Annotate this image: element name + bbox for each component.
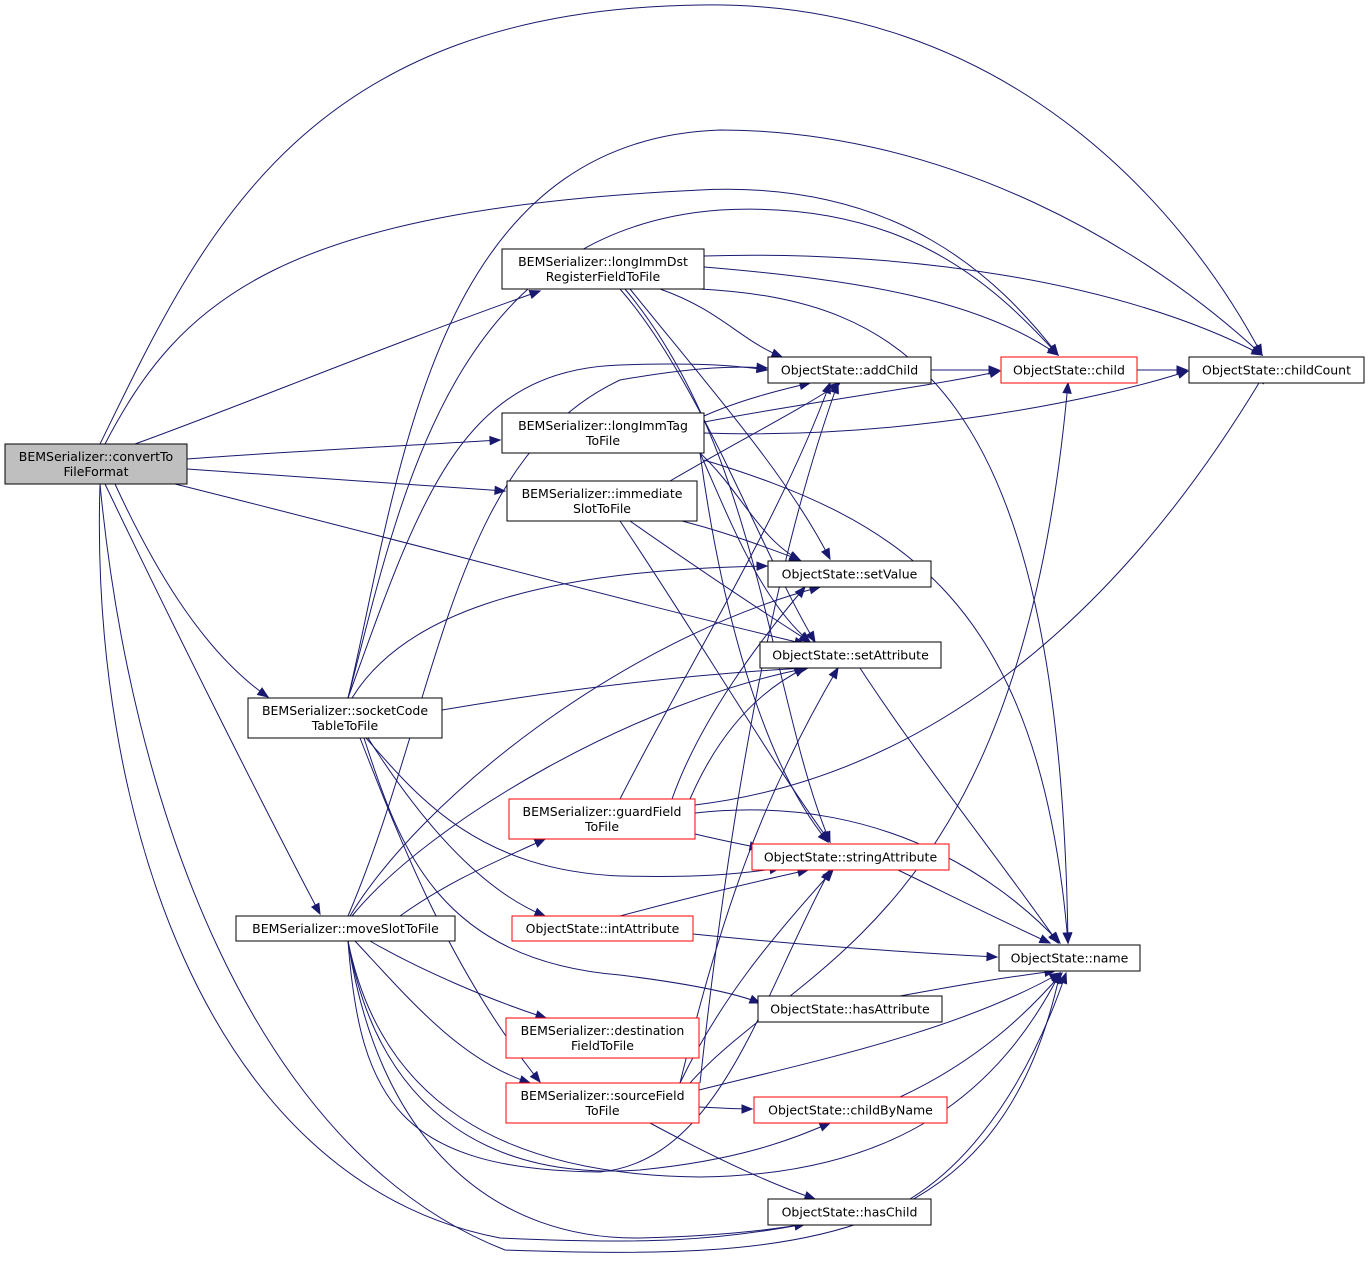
edge-guardFieldToFile-to-addChild [619,381,831,800]
node-label-hasChild-0: ObjectState::hasChild [782,1205,918,1220]
edge-longImmDstRegisterFieldToFile-to-addChild [659,288,784,358]
edge-socketCodeTableToFile-to-hasAttribute [363,737,762,1004]
edges-layer [98,4,1266,1253]
edge-convertToFileFormat-to-longImmDstRegisterFieldToFile [134,289,542,445]
edge-sourceFieldToFile-to-child [689,381,1072,1084]
node-label-immediateSlotToFile-1: SlotToFile [573,501,631,516]
edge-convertToFileFormat-to-child [104,188,1059,445]
edge-immediateSlotToFile-to-setAttribute [629,520,812,643]
node-childCount[interactable]: ObjectState::childCount [1188,356,1365,384]
edge-socketCodeTableToFile-to-intAttribute [367,737,547,917]
node-label-convertToFileFormat-1: FileFormat [64,464,129,479]
node-label-immediateSlotToFile-0: BEMSerializer::immediate [522,486,683,501]
node-label-guardFieldToFile-0: BEMSerializer::guardField [523,804,682,819]
edge-convertToFileFormat-to-hasChild [98,483,807,1242]
node-longImmDstRegisterFieldToFile[interactable]: BEMSerializer::longImmDstRegisterFieldTo… [501,248,705,290]
node-childByName[interactable]: ObjectState::childByName [753,1096,948,1124]
node-label-moveSlotToFile-0: BEMSerializer::moveSlotToFile [252,921,439,936]
edge-hasAttribute-to-name [899,967,1057,997]
edge-convertToFileFormat-to-setAttribute [174,483,807,647]
edge-child-to-childCount [1136,365,1189,375]
node-label-hasAttribute-0: ObjectState::hasAttribute [770,1002,930,1017]
edge-longImmTagToFile-to-name [703,459,1072,945]
edge-sourceFieldToFile-to-childByName [698,1104,754,1114]
node-label-childByName-0: ObjectState::childByName [768,1103,933,1118]
edge-convertToFileFormat-to-immediateSlotToFile [186,468,507,496]
node-label-convertToFileFormat-0: BEMSerializer::convertTo [19,449,173,464]
edge-socketCodeTableToFile-to-setValue [351,561,769,699]
node-setValue[interactable]: ObjectState::setValue [767,560,932,588]
node-label-longImmDstRegisterFieldToFile-0: BEMSerializer::longImmDst [518,254,688,269]
node-label-sourceFieldToFile-0: BEMSerializer::sourceField [520,1088,684,1103]
node-hasAttribute[interactable]: ObjectState::hasAttribute [757,995,943,1023]
edge-hasChild-to-name [909,971,1068,1200]
node-label-addChild-0: ObjectState::addChild [781,363,918,378]
edge-setAttribute-to-name [859,667,1059,945]
edge-sourceFieldToFile-to-addChild [699,381,839,1084]
edge-guardFieldToFile-to-childCount [694,371,1266,806]
edge-moveSlotToFile-to-name [347,940,1061,1178]
node-label-intAttribute-0: ObjectState::intAttribute [526,921,680,936]
edge-intAttribute-to-name [692,933,999,962]
edge-convertToFileFormat-to-socketCodeTableToFile [114,483,270,698]
node-label-sourceFieldToFile-1: ToFile [584,1103,619,1118]
edge-sourceFieldToFile-to-name [698,972,1062,1091]
node-label-longImmTagToFile-1: ToFile [585,433,620,448]
node-moveSlotToFile[interactable]: BEMSerializer::moveSlotToFile [235,915,456,942]
edge-longImmDstRegisterFieldToFile-to-child [703,266,1060,356]
nodes-layer: BEMSerializer::convertToFileFormatBEMSer… [4,248,1365,1226]
edge-addChild-to-child [930,365,1001,375]
edge-childByName-to-name [899,971,1063,1098]
node-label-stringAttribute-0: ObjectState::stringAttribute [764,850,938,865]
node-intAttribute[interactable]: ObjectState::intAttribute [511,915,694,942]
node-label-setAttribute-0: ObjectState::setAttribute [772,648,929,663]
node-label-child-0: ObjectState::child [1013,363,1125,378]
node-stringAttribute[interactable]: ObjectState::stringAttribute [751,843,950,871]
edge-moveSlotToFile-to-destinationFieldToFile [369,940,548,1020]
edge-convertToFileFormat-to-moveSlotToFile [104,483,321,916]
node-label-destinationFieldToFile-1: FieldToFile [571,1038,634,1053]
edge-sourceFieldToFile-to-stringAttribute [679,868,834,1084]
node-label-longImmTagToFile-0: BEMSerializer::longImmTag [518,418,688,433]
node-label-childCount-0: ObjectState::childCount [1202,363,1351,378]
node-name[interactable]: ObjectState::name [998,944,1141,972]
edge-moveSlotToFile-to-setValue [349,585,822,917]
edge-stringAttribute-to-name [897,869,1052,944]
edge-convertToFileFormat-to-longImmTagToFile [186,435,502,460]
edge-socketCodeTableToFile-to-childCount [347,129,1263,699]
edge-moveSlotToFile-to-guardFieldToFile [399,838,547,917]
node-label-setValue-0: ObjectState::setValue [782,567,918,582]
node-addChild[interactable]: ObjectState::addChild [767,356,932,384]
edge-guardFieldToFile-to-stringAttribute [694,833,762,851]
node-label-socketCodeTableToFile-1: TableToFile [311,718,379,733]
node-label-longImmDstRegisterFieldToFile-1: RegisterFieldToFile [546,269,661,284]
edge-longImmDstRegisterFieldToFile-to-childCount [703,254,1264,356]
node-label-guardFieldToFile-1: ToFile [584,819,619,834]
edge-sourceFieldToFile-to-hasChild [649,1122,817,1201]
node-label-name-0: ObjectState::name [1011,951,1129,966]
edge-longImmDstRegisterFieldToFile-to-setAttribute [619,288,816,644]
node-hasChild[interactable]: ObjectState::hasChild [767,1198,932,1226]
node-setAttribute[interactable]: ObjectState::setAttribute [759,641,942,669]
edge-immediateSlotToFile-to-stringAttribute [619,520,831,844]
edge-immediateSlotToFile-to-setValue [669,517,802,561]
node-label-socketCodeTableToFile-0: BEMSerializer::socketCode [262,703,428,718]
node-label-destinationFieldToFile-0: BEMSerializer::destination [521,1023,685,1038]
edge-guardFieldToFile-to-name [694,809,1061,944]
edge-socketCodeTableToFile-to-child [347,208,1059,699]
node-child[interactable]: ObjectState::child [1000,356,1138,384]
